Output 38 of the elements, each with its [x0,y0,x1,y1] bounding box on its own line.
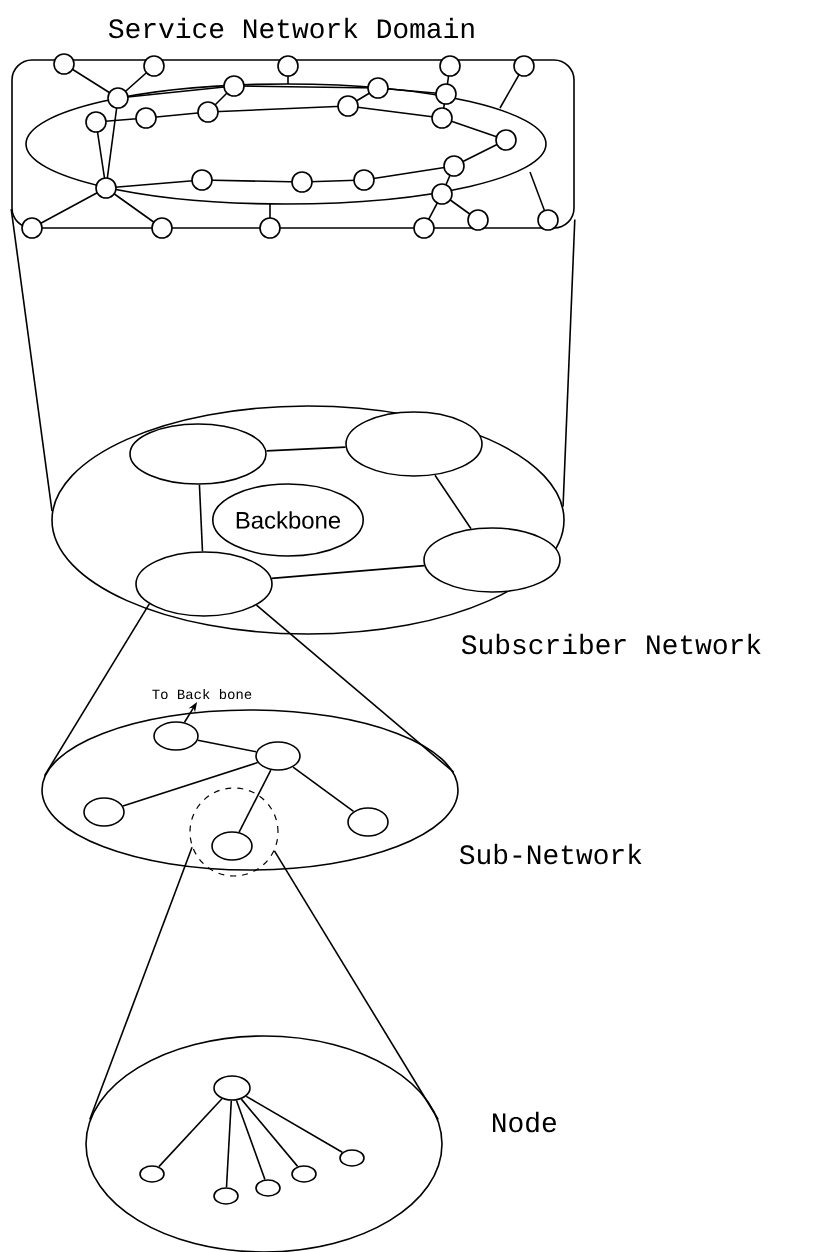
projection-line [89,846,193,1121]
projection-line [255,604,455,773]
projection-line [10,208,53,512]
link-line [225,1100,233,1188]
node-ellipse [83,797,125,827]
network-label: Node [493,1111,556,1133]
node-ellipse [139,1165,165,1183]
node-ellipse [255,741,301,771]
link-line [434,474,472,530]
link-line [158,1098,223,1168]
network-label: Subscriber Network [461,633,761,655]
projection-line [43,603,151,777]
network-ellipse [345,411,483,477]
network-label: Sub-Network [459,843,642,865]
projection-line [562,218,576,508]
node-ellipse [347,807,389,837]
node-ellipse [153,721,199,751]
node-ellipse [255,1179,281,1197]
network-ellipse [135,551,273,617]
link-line [270,564,426,580]
link-line [240,1098,299,1168]
link-line [245,1095,344,1154]
link-line [198,484,204,552]
network-ellipse [423,527,561,593]
link-line [265,446,347,452]
projection-line [273,850,439,1121]
link-line [197,739,257,753]
link-line [292,766,355,813]
network-ellipse [129,423,267,485]
domain-label: Service Network Domain [108,17,474,39]
node-ellipse [291,1165,317,1183]
node-ellipse [213,1187,239,1205]
node-ellipse [213,1075,251,1101]
link-line [238,769,272,833]
link-line [235,1099,266,1181]
node-ellipse [339,1149,365,1167]
link-line [122,761,259,807]
node-ellipse [211,831,253,861]
